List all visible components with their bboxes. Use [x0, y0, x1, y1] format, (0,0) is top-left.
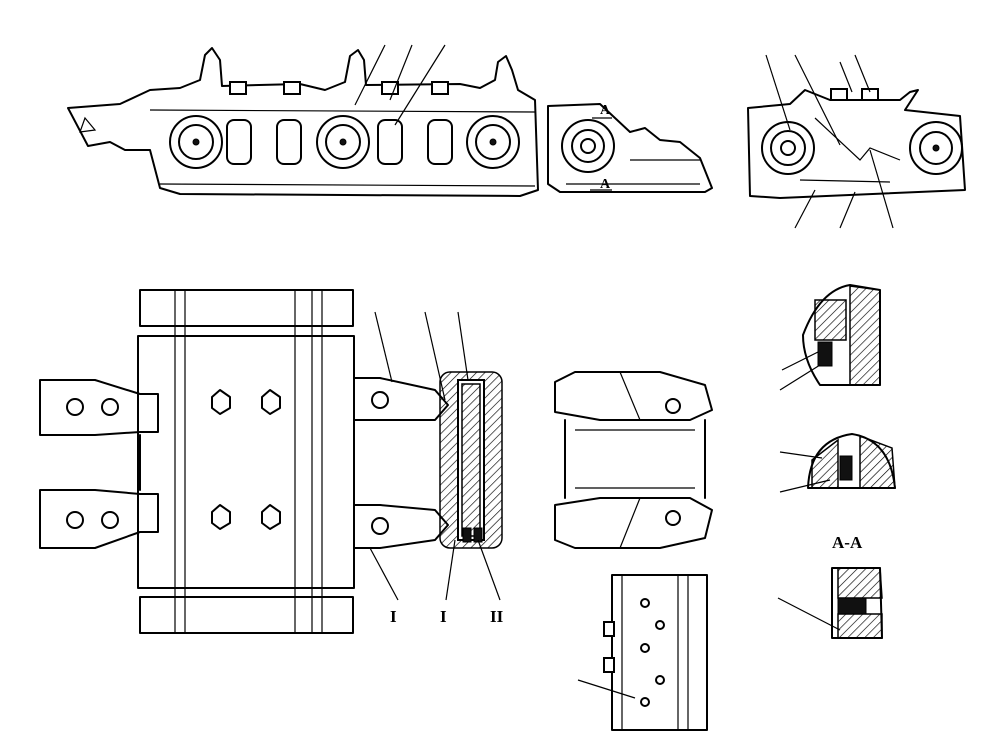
link-detail-view	[747, 54, 966, 229]
shoe-bolts	[211, 389, 281, 530]
track-shoe-plan-view: I I II	[39, 289, 504, 634]
callout-II: II	[490, 607, 504, 626]
link-assembly-view	[554, 371, 713, 549]
section-mark-bottom: A	[600, 177, 611, 192]
section-title: A-A	[832, 533, 863, 552]
bolt-heads-row	[229, 81, 449, 95]
detail-I	[779, 284, 881, 391]
detail-II	[779, 433, 896, 493]
pin-bore	[466, 115, 520, 169]
leader-lines	[765, 54, 894, 229]
pin-bore	[316, 115, 370, 169]
link-windows	[226, 119, 453, 165]
left-link-pair	[39, 379, 159, 549]
pin-bore	[169, 115, 223, 169]
leader-lines	[354, 44, 446, 126]
shoe-segment-plan	[577, 574, 708, 731]
chain-side-view	[67, 44, 539, 197]
section-mark-top: A	[600, 103, 611, 118]
end-link-view: A A	[547, 103, 713, 193]
section-A-A: A-A	[777, 533, 883, 639]
callout-I: I	[440, 607, 447, 626]
callout-1: I	[390, 607, 397, 626]
section-cut-marks: A A	[590, 103, 612, 192]
right-link-pair	[353, 377, 449, 549]
leader-lines	[369, 311, 501, 601]
pin-bushing-section	[439, 371, 503, 549]
